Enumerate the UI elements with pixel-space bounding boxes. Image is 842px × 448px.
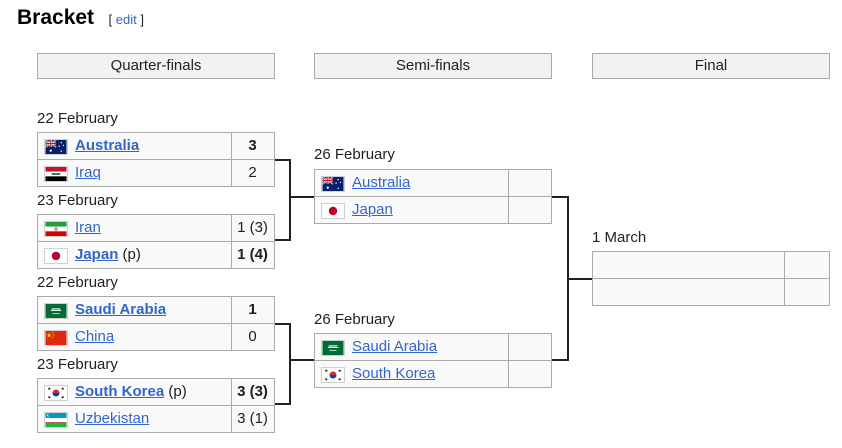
saudi-arabia-flag-icon — [321, 340, 345, 356]
team-cell — [593, 279, 785, 305]
australia-flag-icon — [321, 176, 345, 192]
match-row-australia: Australia — [314, 169, 552, 197]
score: 1 — [248, 301, 257, 318]
score: 3 — [248, 137, 257, 154]
team-link-china[interactable]: China — [75, 328, 115, 345]
round-header-quarter-finals: Quarter-finals — [37, 53, 275, 79]
team-link-japan[interactable]: Japan — [75, 246, 119, 263]
team-cell: South Korea — [315, 361, 509, 387]
iran-flag-icon — [44, 221, 68, 237]
match-row-saudi-arabia: Saudi Arabia — [314, 333, 552, 361]
match-row-japan: Japan (p) 1 (4) — [37, 241, 275, 269]
match-row-japan: Japan — [314, 196, 552, 224]
match-date: 1 March — [592, 229, 647, 246]
round-header-semi-finals: Semi-finals — [314, 53, 552, 79]
team-cell: Australia — [38, 133, 232, 159]
match-date: 22 February — [37, 110, 118, 127]
score: 2 — [248, 164, 257, 181]
section-heading: Bracket [ edit ] — [17, 6, 144, 30]
team-link-south-korea[interactable]: South Korea — [75, 383, 165, 400]
team-cell: Iraq — [38, 160, 232, 186]
match-row-south-korea: South Korea — [314, 360, 552, 388]
score: 3 (1) — [237, 410, 268, 427]
score — [784, 279, 829, 305]
team-link-iraq[interactable]: Iraq — [75, 164, 101, 181]
penalty-marker: (p) — [168, 383, 187, 400]
team-cell: Japan — [315, 197, 509, 223]
team-link-saudi-arabia[interactable]: Saudi Arabia — [75, 301, 167, 318]
team-cell: Australia — [315, 170, 509, 196]
team-cell: South Korea (p) — [38, 379, 232, 405]
team-cell: Uzbekistan — [38, 406, 232, 432]
match-row-south-korea: South Korea (p) 3 (3) — [37, 378, 275, 406]
round-header-final: Final — [592, 53, 830, 79]
section-title: Bracket — [17, 6, 95, 29]
team-cell: Iran — [38, 215, 232, 241]
match-row-final-team1 — [592, 251, 830, 279]
south-korea-flag-icon — [321, 367, 345, 383]
uzbekistan-flag-icon — [44, 412, 68, 428]
team-link-iran[interactable]: Iran — [75, 219, 101, 236]
australia-flag-icon — [44, 139, 68, 155]
edit-link[interactable]: edit — [115, 12, 137, 27]
match-row-iran: Iran 1 (3) — [37, 214, 275, 242]
score — [784, 252, 829, 278]
japan-flag-icon — [321, 203, 345, 219]
match-date: 26 February — [314, 311, 395, 328]
team-link-australia[interactable]: Australia — [352, 174, 411, 191]
match-row-final-team2 — [592, 278, 830, 306]
match-row-australia: Australia 3 — [37, 132, 275, 160]
match-date: 26 February — [314, 146, 395, 163]
match-row-iraq: Iraq 2 — [37, 159, 275, 187]
score — [508, 170, 551, 196]
score: 1 (4) — [237, 246, 268, 263]
saudi-arabia-flag-icon — [44, 303, 68, 319]
team-cell: Saudi Arabia — [38, 297, 232, 323]
score: 0 — [248, 328, 257, 345]
team-cell — [593, 252, 785, 278]
edit-section: [ edit ] — [108, 12, 144, 27]
score — [508, 334, 551, 360]
japan-flag-icon — [44, 248, 68, 264]
team-link-uzbekistan[interactable]: Uzbekistan — [75, 410, 150, 427]
match-date: 23 February — [37, 356, 118, 373]
team-link-australia[interactable]: Australia — [75, 137, 140, 154]
match-row-uzbekistan: Uzbekistan 3 (1) — [37, 405, 275, 433]
score: 3 (3) — [237, 383, 268, 400]
score: 1 (3) — [237, 219, 268, 236]
team-cell: Japan (p) — [38, 242, 232, 268]
team-link-saudi-arabia[interactable]: Saudi Arabia — [352, 338, 438, 355]
china-flag-icon — [44, 330, 68, 346]
team-link-south-korea[interactable]: South Korea — [352, 365, 436, 382]
team-cell: China — [38, 324, 232, 350]
match-row-saudi-arabia: Saudi Arabia 1 — [37, 296, 275, 324]
team-link-japan[interactable]: Japan — [352, 201, 393, 218]
penalty-marker: (p) — [122, 246, 141, 263]
score — [508, 361, 551, 387]
match-row-china: China 0 — [37, 323, 275, 351]
match-date: 22 February — [37, 274, 118, 291]
iraq-flag-icon — [44, 166, 68, 182]
team-cell: Saudi Arabia — [315, 334, 509, 360]
match-date: 23 February — [37, 192, 118, 209]
score — [508, 197, 551, 223]
south-korea-flag-icon — [44, 385, 68, 401]
